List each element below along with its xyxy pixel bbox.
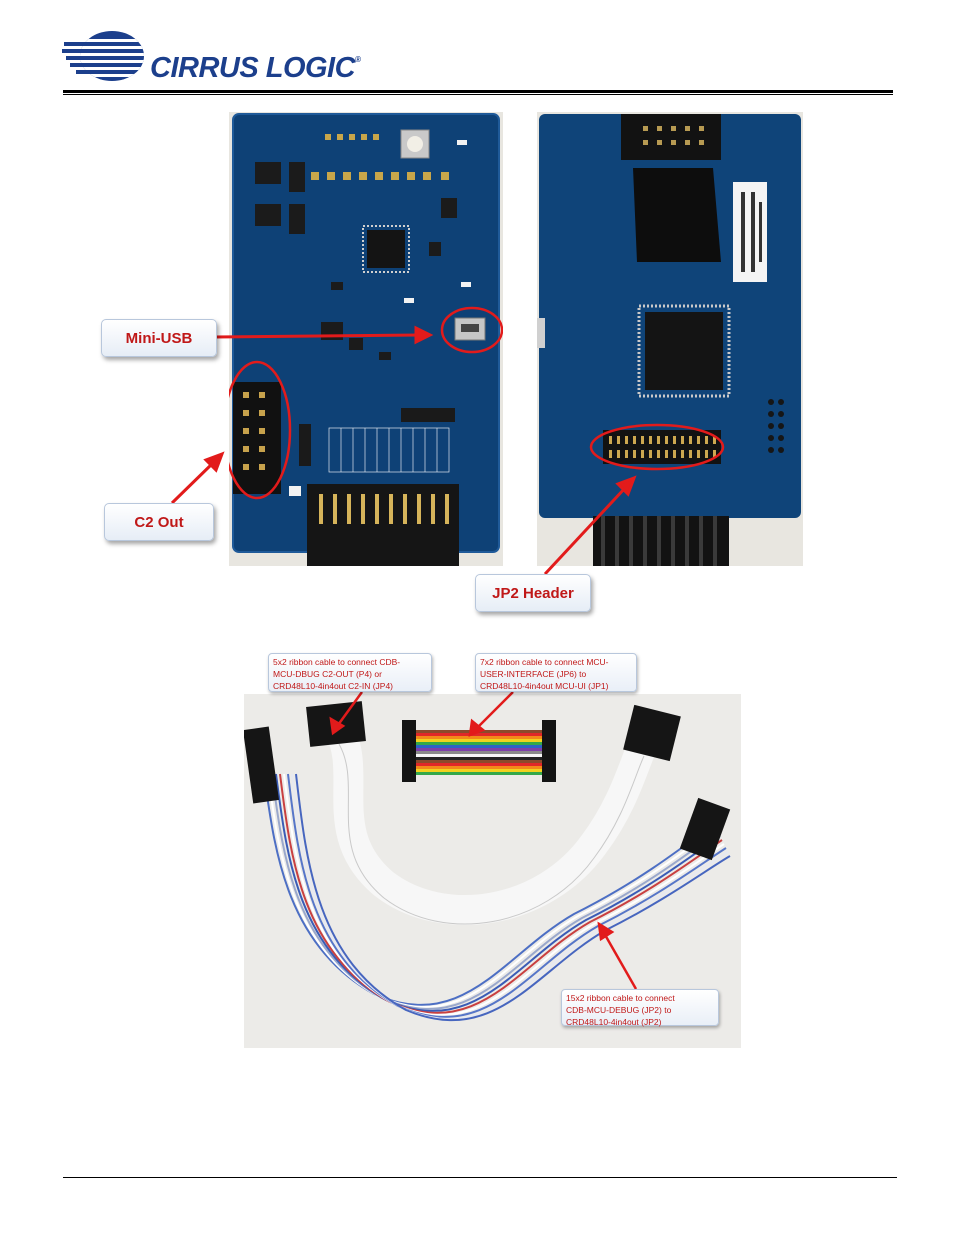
arrow-5x2 <box>336 691 364 726</box>
arrow-c2-out <box>170 460 216 505</box>
note-5x2-ribbon-cable: 5x2 ribbon cable to connect CDB- MCU-DBU… <box>268 653 432 692</box>
note-15x2-ribbon-cable: 15x2 ribbon cable to connect CDB-MCU-DEB… <box>561 989 719 1027</box>
header-rule-thin <box>63 94 893 95</box>
ribbon-cables-photo <box>244 694 741 1048</box>
arrow-7x2 <box>476 691 514 729</box>
callout-jp2-header: JP2 Header <box>475 574 591 612</box>
callout-mini-usb: Mini-USB <box>101 319 217 357</box>
header-rule <box>63 90 893 93</box>
arrow-15x2 <box>602 932 638 990</box>
figure2-arrows <box>329 691 638 990</box>
arrow-jp2-head <box>615 475 637 497</box>
trademark-symbol: ® <box>355 55 361 64</box>
callout-c2-out: C2 Out <box>104 503 214 541</box>
arrow-15x2-head <box>597 921 615 942</box>
footer-rule <box>63 1177 897 1178</box>
cirrus-logic-logo-mark <box>62 30 146 82</box>
arrow-5x2-head <box>329 716 346 736</box>
arrow-7x2-head <box>468 718 486 737</box>
arrow-c2-out-head <box>203 451 225 473</box>
cirrus-logic-wordmark: CIRRUS LOGIC® <box>150 52 361 84</box>
brand-name: CIRRUS LOGIC <box>150 52 356 84</box>
arrow-mini-usb <box>214 333 421 339</box>
arrow-mini-usb-head <box>414 325 434 345</box>
figure1-arrows <box>170 325 637 576</box>
note-7x2-ribbon-cable: 7x2 ribbon cable to connect MCU- USER-IN… <box>475 653 637 692</box>
board-front-photo <box>229 112 503 566</box>
arrow-jp2 <box>543 485 628 576</box>
board-back-photo <box>537 112 803 566</box>
